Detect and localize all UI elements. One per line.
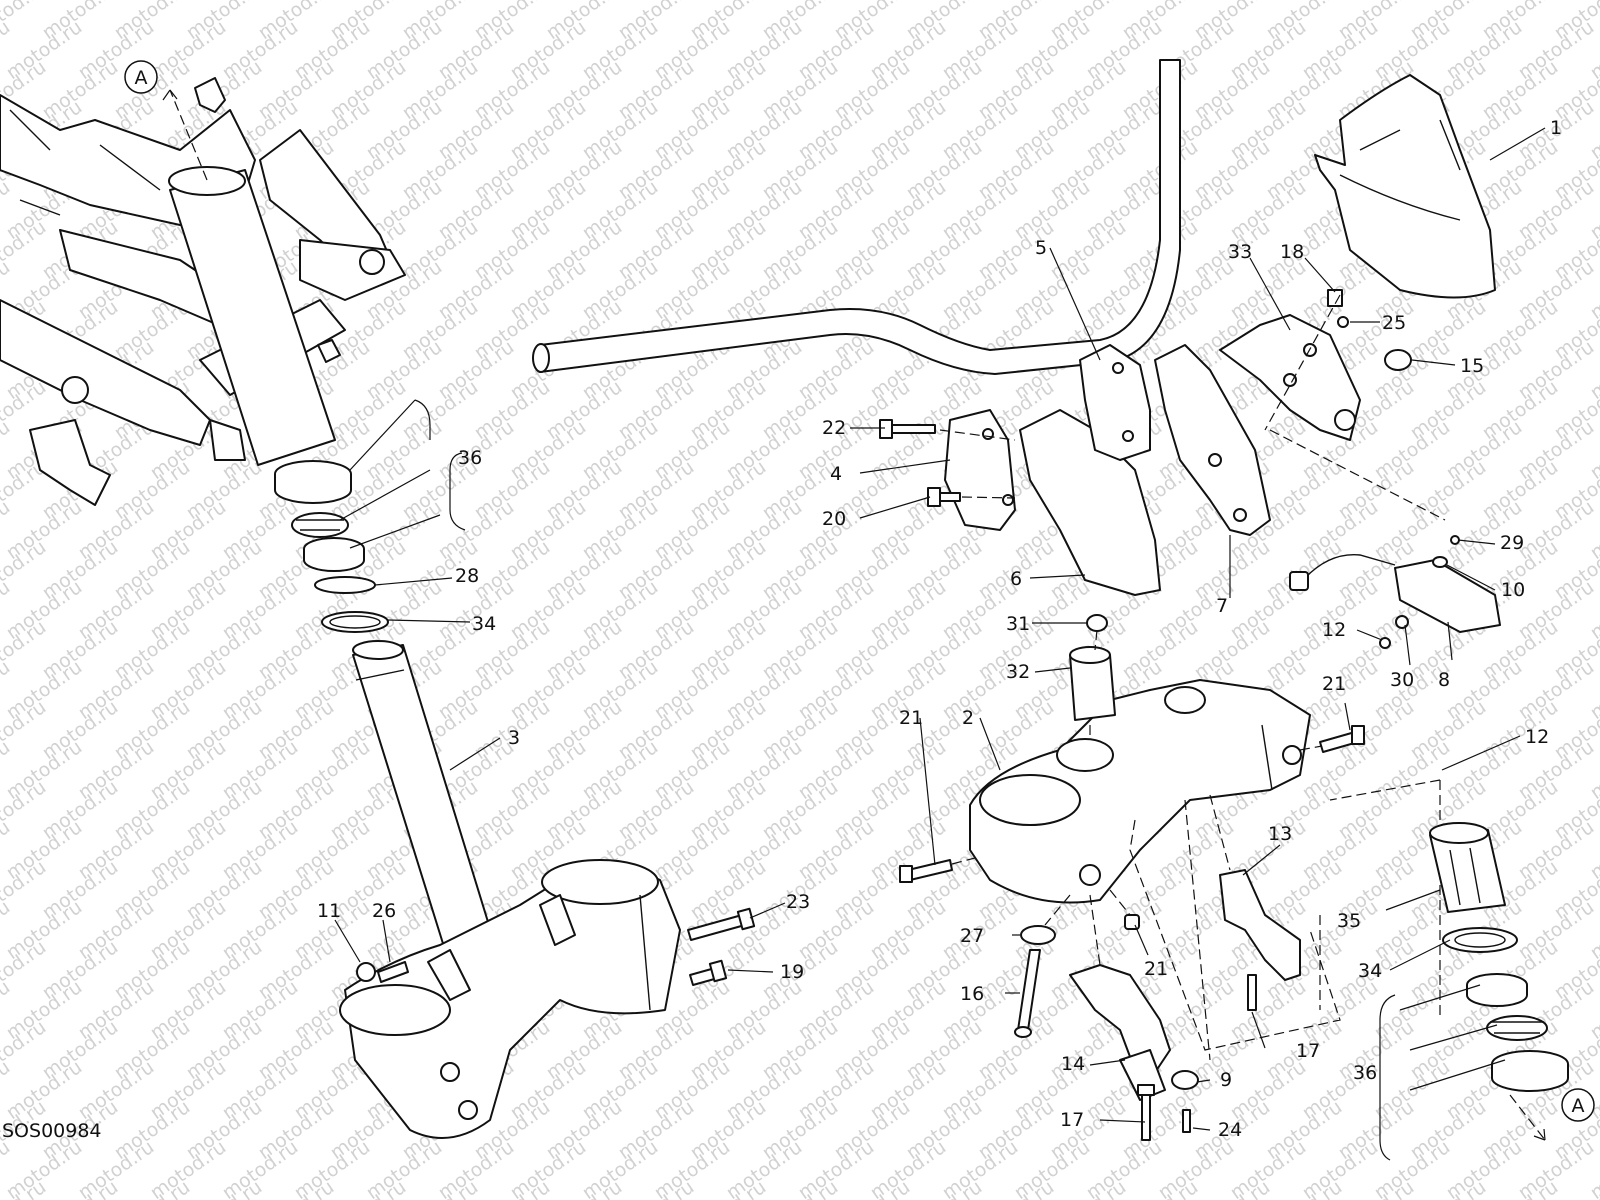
callout-21-right: 21 — [1322, 673, 1346, 695]
diagram-code: SOS00984 — [2, 1120, 102, 1142]
callout-25: 25 — [1382, 312, 1406, 334]
callout-12-right: 12 — [1525, 726, 1549, 748]
callout-3: 3 — [508, 727, 520, 749]
grommet-15 — [1384, 349, 1412, 371]
callout-11: 11 — [317, 900, 341, 922]
screw-18 — [1327, 289, 1343, 307]
washer-30 — [1395, 615, 1409, 629]
frame — [0, 77, 406, 506]
callout-6: 6 — [1010, 568, 1022, 590]
handlebar — [532, 59, 1181, 375]
bolt-16 — [1014, 949, 1041, 1038]
callout-7: 7 — [1216, 595, 1228, 617]
callout-24: 24 — [1218, 1119, 1242, 1141]
upper-triple-clamp — [969, 679, 1311, 904]
callout-13: 13 — [1268, 823, 1292, 845]
callouts: 1 2 3 4 5 6 7 8 9 10 11 12 12 13 14 15 1… — [317, 117, 1562, 1141]
spacer-10 — [1432, 556, 1448, 568]
callout-30: 30 — [1390, 669, 1414, 691]
stem-sleeve-35 — [1429, 822, 1506, 913]
screw-12 — [1379, 637, 1391, 649]
riser-clamp-4 — [944, 409, 1016, 531]
leader-lines — [334, 127, 1546, 1161]
reference-marker-bottom: A — [1561, 1088, 1595, 1122]
bracket-33 — [1219, 314, 1361, 441]
callout-29: 29 — [1500, 532, 1524, 554]
clip-9 — [1171, 1070, 1199, 1090]
washer-25 — [1337, 316, 1349, 328]
reference-marker-label-top: A — [135, 67, 148, 89]
callout-18: 18 — [1280, 241, 1304, 263]
callout-33: 33 — [1228, 241, 1252, 263]
cover-1 — [1314, 74, 1496, 299]
callout-36-left: 36 — [458, 447, 482, 469]
callout-34-right: 34 — [1358, 960, 1382, 982]
screw-17-left — [1137, 1084, 1155, 1141]
callout-27: 27 — [960, 925, 984, 947]
callout-35: 35 — [1337, 910, 1361, 932]
callout-10: 10 — [1501, 579, 1525, 601]
lower-bearing-set — [1466, 973, 1569, 1092]
callout-2: 2 — [962, 707, 974, 729]
riser-6 — [1019, 409, 1161, 596]
nut-11 — [356, 962, 376, 982]
callout-21-center: 21 — [1144, 958, 1168, 980]
callout-19: 19 — [780, 961, 804, 983]
callout-23: 23 — [786, 891, 810, 913]
callout-12-top: 12 — [1322, 619, 1346, 641]
callout-8: 8 — [1438, 669, 1450, 691]
steering-stem — [352, 640, 493, 951]
washer-31 — [1086, 614, 1108, 632]
lower-triple-clamp — [339, 859, 681, 1139]
callout-28: 28 — [455, 565, 479, 587]
washer-29 — [1450, 535, 1460, 545]
callout-1: 1 — [1550, 117, 1562, 139]
callout-21-left: 21 — [899, 707, 923, 729]
callout-20: 20 — [822, 508, 846, 530]
washer-27 — [1020, 925, 1056, 945]
callout-5: 5 — [1035, 237, 1047, 259]
callout-22: 22 — [822, 417, 846, 439]
bracket-14 — [1069, 964, 1171, 1101]
callout-36-right: 36 — [1353, 1062, 1377, 1084]
callout-17-right: 17 — [1296, 1040, 1320, 1062]
callout-9: 9 — [1220, 1069, 1232, 1091]
bolt-19 — [689, 959, 728, 986]
reference-marker-label-bottom: A — [1572, 1095, 1585, 1117]
screw-17-right — [1247, 974, 1257, 1011]
riser-7 — [1154, 344, 1271, 536]
callout-17-left: 17 — [1060, 1109, 1084, 1131]
bolt-26 — [377, 961, 409, 983]
bracket-13 — [1219, 869, 1301, 981]
callout-15: 15 — [1460, 355, 1484, 377]
riser-5 — [1079, 344, 1151, 461]
upper-bearing-set — [274, 460, 389, 633]
bolt-22 — [879, 419, 936, 439]
callout-32: 32 — [1006, 661, 1030, 683]
callout-34-left: 34 — [472, 613, 496, 635]
callout-14: 14 — [1061, 1053, 1085, 1075]
bolt-23 — [687, 907, 756, 941]
screw-21-center — [1124, 914, 1140, 930]
bolt-21-left — [899, 859, 953, 883]
reference-marker-top: A — [124, 60, 158, 94]
callout-26: 26 — [372, 900, 396, 922]
bolt-21-right — [1319, 725, 1365, 753]
callout-16: 16 — [960, 983, 984, 1005]
callout-31: 31 — [1006, 613, 1030, 635]
screw-24 — [1182, 1109, 1191, 1133]
callout-4: 4 — [830, 463, 842, 485]
washer-34-right — [1442, 927, 1518, 953]
bushing-32 — [1069, 646, 1116, 721]
